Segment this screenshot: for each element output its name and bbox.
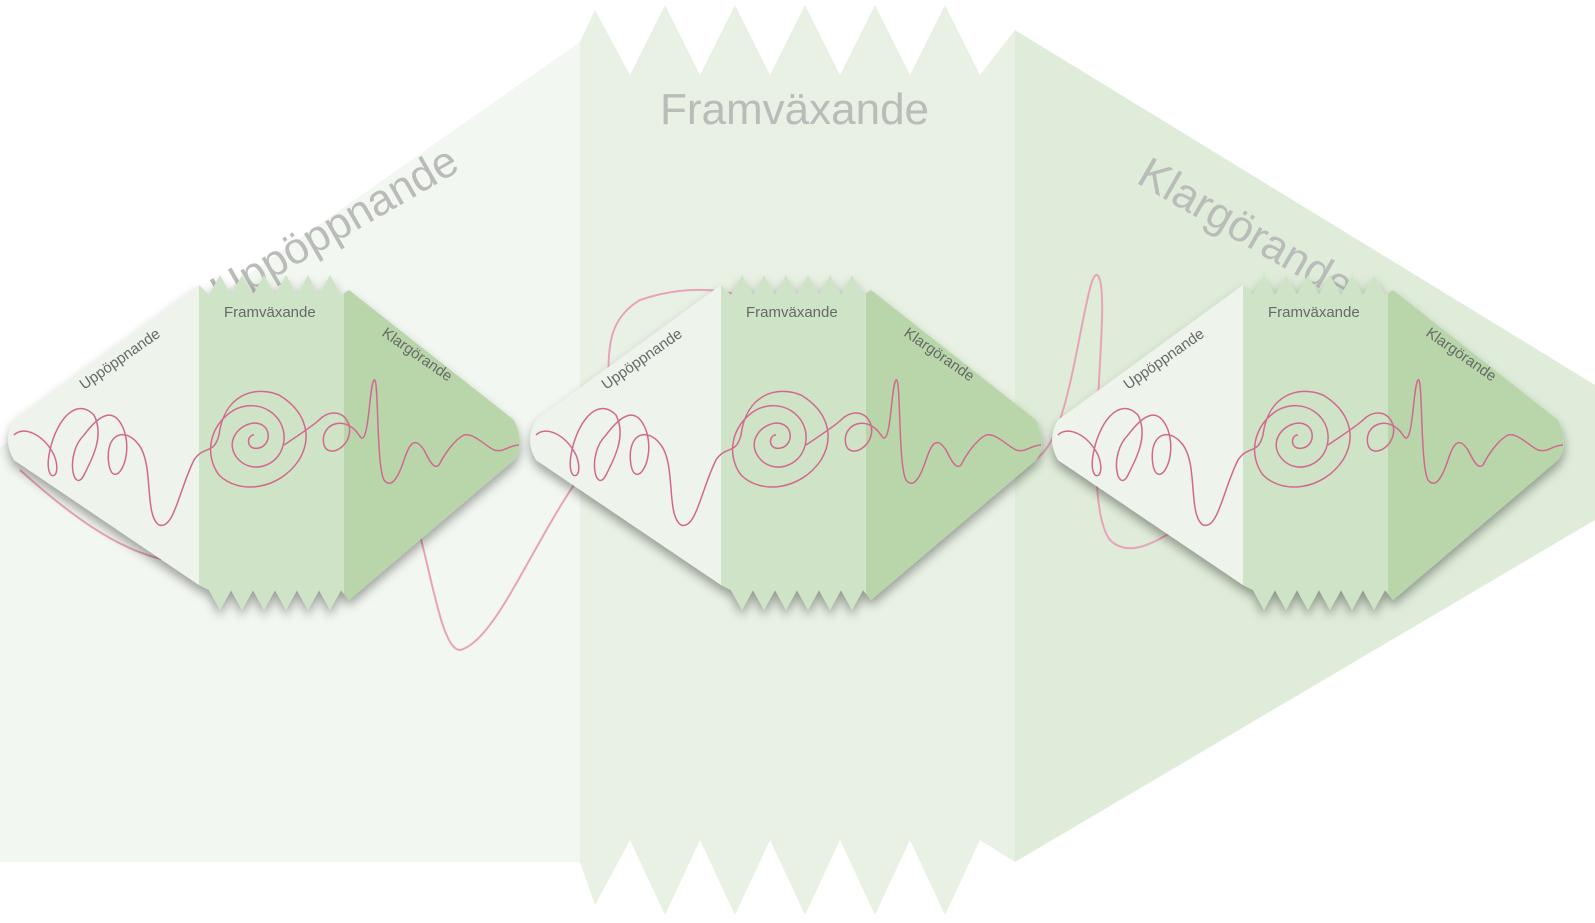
- big-label-emerging: Framväxande: [660, 85, 929, 134]
- small-segment-emerging: [1243, 275, 1388, 610]
- small-process-curve: [535, 379, 1042, 526]
- small-label-emerging: Framväxande: [224, 304, 316, 321]
- small-label-emerging: Framväxande: [746, 304, 838, 321]
- small-process-curve: [13, 379, 520, 526]
- small-segment-emerging: [721, 275, 866, 610]
- small-label-emerging: Framväxande: [1268, 304, 1360, 321]
- small-process-curve: [1057, 379, 1564, 526]
- small-segment-emerging: [199, 275, 344, 610]
